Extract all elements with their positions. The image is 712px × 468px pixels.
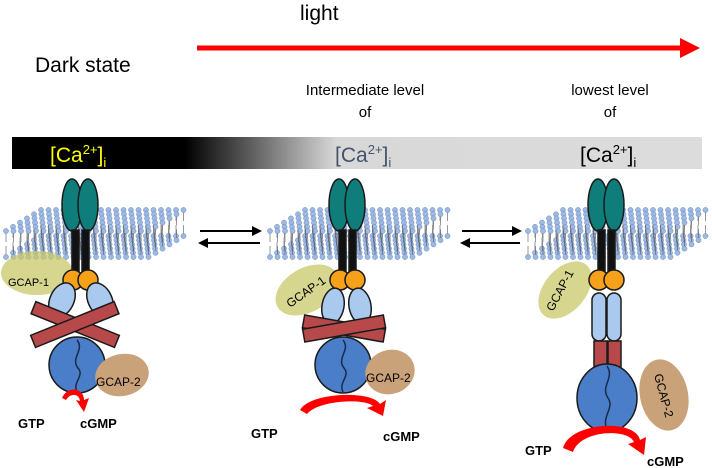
gtp-label-2: GTP — [251, 426, 278, 441]
lowest-of-label: of — [604, 104, 617, 121]
membrane-1 — [3, 207, 187, 260]
calcium-label-intermediate: [Ca2+]i — [335, 142, 391, 170]
calcium-gradient-bar — [12, 137, 702, 169]
light-label: light — [300, 2, 339, 25]
cgmp-label-2: cGMP — [383, 429, 420, 444]
calcium-label-dark: [Ca2+]i — [50, 142, 106, 170]
gcap2-blob-2 — [365, 349, 415, 395]
gcap2-blob-3 — [639, 359, 689, 431]
dark-state-label: Dark state — [35, 54, 131, 77]
gcap2-blob — [95, 353, 149, 397]
equilibrium-arrows-2 — [460, 226, 522, 248]
cgmp-label-1: cGMP — [80, 416, 117, 431]
equilibrium-arrows-1 — [198, 226, 262, 248]
lowest-label: lowest level — [571, 82, 649, 99]
cgmp-label-3: cGMP — [647, 454, 684, 468]
guanylate-cyclase-complex-lowest — [538, 178, 689, 433]
gcap1-blob — [1, 251, 73, 295]
gcap1-label-1: GCAP-1 — [8, 277, 49, 289]
catalysis-arrow-1 — [62, 389, 89, 412]
gtp-label-1: GTP — [18, 416, 45, 431]
catalysis-arrow-3 — [563, 425, 646, 455]
intermediate-of-label: of — [359, 104, 372, 121]
calcium-label-lowest: [Ca2+]i — [580, 142, 636, 170]
gtp-label-3: GTP — [525, 443, 552, 458]
gcap2-label-1: GCAP-2 — [96, 375, 141, 389]
light-arrow — [197, 38, 700, 58]
gcap1-blob-3 — [538, 261, 592, 319]
guanylate-cyclase-complex-intermediate — [275, 178, 415, 395]
intermediate-label: Intermediate level — [306, 82, 424, 99]
guanylate-cyclase-complex-dark — [1, 178, 149, 397]
catalysis-arrow-2 — [300, 394, 386, 416]
gcap2-label-2: GCAP-2 — [366, 371, 411, 385]
membrane-2 — [267, 207, 451, 260]
